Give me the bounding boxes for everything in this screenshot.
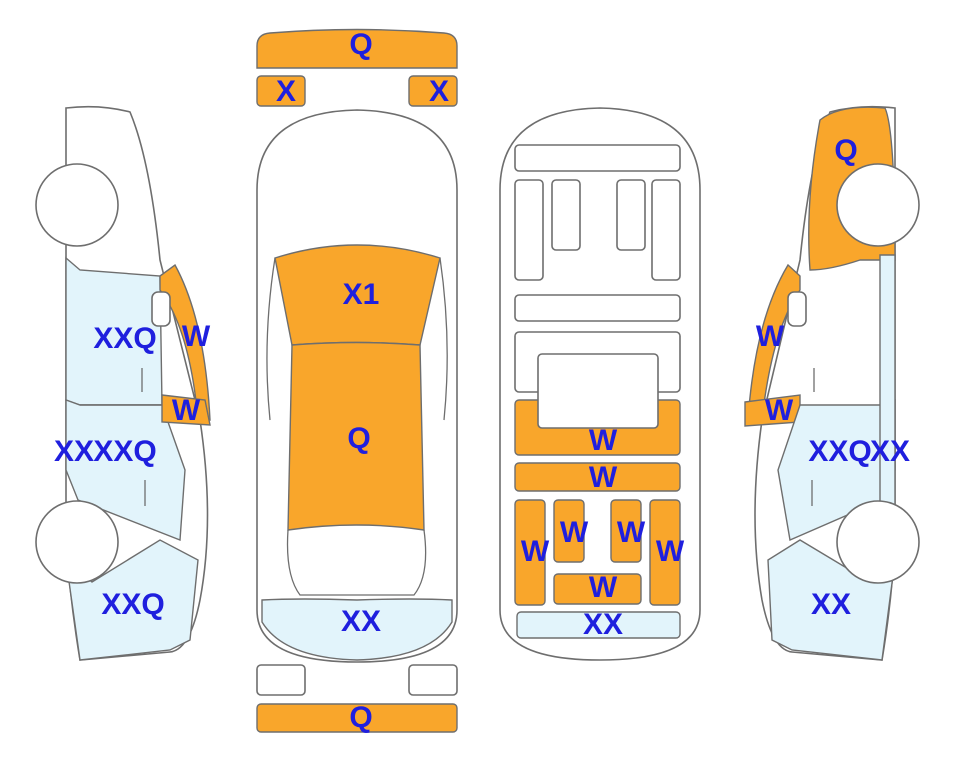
damage-labels: Q X X X1 Q XX Q XXQ W W XX XXQ XXQ W W W… [54,28,910,734]
label-right-b-pillar: W [765,394,794,427]
right-side-view [744,105,920,661]
left-b-pillar-shape [161,394,211,426]
floor-left-rail [514,179,544,281]
trunk-shape [261,598,453,661]
label-floor-left-outer: W [521,535,550,568]
top-windshield-line-right [439,257,448,421]
label-left-top-panel: XXQ [93,322,156,355]
label-floor-crossmember: W [589,424,618,457]
label-front-bumper: Q [349,28,372,61]
label-front-left-lamp: X [276,75,296,108]
floor-rail-shape [514,462,681,492]
floor-front-bar [514,144,681,172]
label-right-rear-panel: XX [811,588,851,621]
floor-left-inner-shape [553,499,585,563]
label-floor-left-inner: W [560,516,589,549]
label-front-right-lamp: X [429,75,449,108]
left-rear-quarter-panel [65,539,199,661]
left-front-wheel [35,163,119,247]
label-floor-right-outer: W [656,535,685,568]
label-left-rear-panel: XXQ [101,588,164,621]
label-right-front: Q [834,134,857,167]
floor-rear-panel-shape [516,611,681,639]
left-mirror [151,291,171,327]
label-right-rocker: XX [870,435,910,468]
label-floor-right-inner: W [617,516,646,549]
floor-right-rail [651,179,681,281]
floor-center-box [537,353,659,429]
floor-right-inner-rail [616,179,646,251]
front-left-lamp-shape [256,75,306,107]
right-front-wheel [836,163,920,247]
label-roof: Q [347,422,370,455]
label-left-rocker: XX [54,435,94,468]
rear-left-lamp [256,664,306,696]
floor-right-outer-shape [649,499,681,606]
underbody-view [499,107,701,661]
left-a-pillar-shape [159,263,211,421]
label-trunk: XX [341,605,381,638]
rear-right-lamp [408,664,458,696]
label-left-mid-panel: XXQ [93,435,156,468]
label-left-b-pillar: W [172,394,201,427]
top-windshield-line [266,257,276,421]
left-rear-wheel [35,500,119,584]
floor-bottom-center-shape [553,573,642,605]
label-rear-bumper: Q [349,701,372,734]
floor-mid-bar [514,294,681,322]
floor-left-outer-shape [514,499,546,606]
front-bumper-shape [256,28,458,69]
label-right-a-pillar: W [756,320,785,353]
label-floor-bottom-center: W [589,571,618,604]
left-side-view [35,105,211,661]
floor-right-inner-shape [610,499,642,563]
right-mirror [787,291,807,327]
front-right-lamp-shape [408,75,458,107]
floor-left-inner-rail [551,179,581,251]
top-view [256,28,458,733]
label-hood: X1 [343,278,380,311]
label-right-mid-panel: XXQ [808,435,871,468]
label-floor-rail: W [589,461,618,494]
top-rear-window [286,529,427,596]
label-floor-rear-panel: XX [583,608,623,641]
label-left-a-pillar: W [182,320,211,353]
right-rear-wheel [836,500,920,584]
rear-bumper-shape [256,703,458,733]
